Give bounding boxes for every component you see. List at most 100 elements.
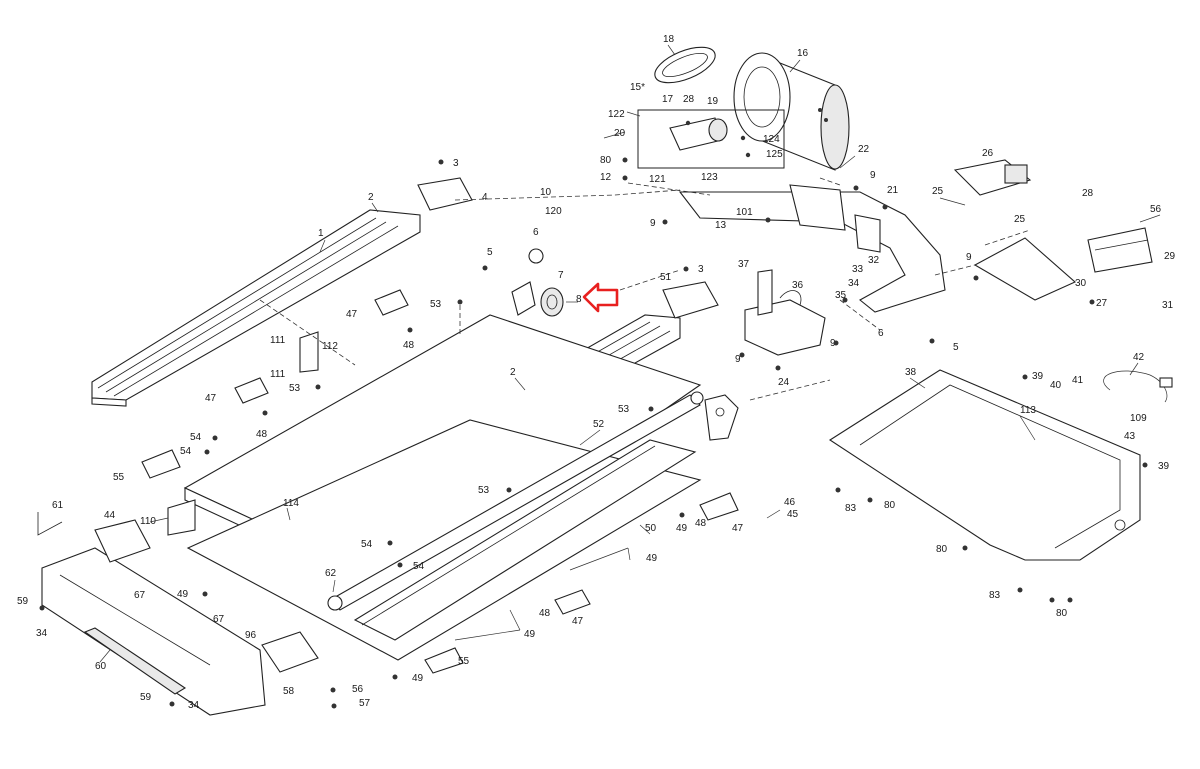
callout-1: 1: [318, 228, 324, 239]
motor-shroud-base: [828, 369, 1141, 561]
leader-lines: [99, 44, 1161, 663]
callout-54: 54: [180, 446, 192, 457]
callout-80: 80: [1056, 608, 1068, 619]
callout-53: 53: [478, 485, 490, 496]
callout-35: 35: [835, 290, 847, 301]
deck-cushions: [141, 289, 739, 674]
callout-53: 53: [289, 383, 301, 394]
callout-47: 47: [572, 616, 584, 627]
callout-4: 4: [482, 192, 488, 203]
callout-54: 54: [361, 539, 373, 550]
callout-2: 2: [510, 367, 516, 378]
callout-24: 24: [778, 377, 790, 388]
callout-13: 13: [715, 220, 727, 231]
callout-22: 22: [858, 144, 870, 155]
rear-foot-strip: [83, 627, 187, 695]
callout-58: 58: [283, 686, 295, 697]
motor: [733, 52, 850, 171]
callout-112: 112: [322, 341, 338, 352]
callout-62: 62: [325, 568, 337, 579]
left-end-cap: [94, 519, 151, 563]
callout-25: 25: [1014, 214, 1026, 225]
callout-48: 48: [539, 608, 551, 619]
callout-7: 7: [558, 270, 564, 281]
callout-34: 34: [36, 628, 48, 639]
callout-31: 31: [1162, 300, 1174, 311]
callout-34: 34: [848, 278, 860, 289]
callout-34: 34: [188, 700, 200, 711]
callout-67: 67: [213, 614, 225, 625]
callout-48: 48: [403, 340, 415, 351]
callout-49: 49: [646, 553, 658, 564]
callout-12: 12: [600, 172, 612, 183]
callout-56: 56: [352, 684, 364, 695]
callout-57: 57: [359, 698, 371, 709]
callout-80: 80: [600, 155, 612, 166]
callout-124: 124: [763, 134, 780, 145]
callout-33: 33: [852, 264, 864, 275]
callout-54: 54: [190, 432, 202, 443]
callout-47: 47: [732, 523, 744, 534]
callout-25: 25: [932, 186, 944, 197]
callout-55: 55: [458, 656, 470, 667]
callout-59: 59: [140, 692, 152, 703]
callout-39: 39: [1158, 461, 1170, 472]
callout-51: 51: [660, 272, 672, 283]
callout-53: 53: [430, 299, 442, 310]
highlight-arrow: [582, 282, 619, 313]
rear-roller: [327, 391, 704, 611]
callout-54: 54: [413, 561, 425, 572]
callout-56: 56: [1150, 204, 1162, 215]
small-bracket-top: [417, 177, 473, 211]
upright-base-frame: [678, 184, 946, 313]
callout-9: 9: [735, 354, 741, 365]
callout-59: 59: [17, 596, 29, 607]
callout-44: 44: [104, 510, 116, 521]
callout-96: 96: [245, 630, 257, 641]
callout-52: 52: [593, 419, 605, 430]
callout-120: 120: [545, 206, 562, 217]
left-side-rail: [91, 209, 421, 407]
callout-6: 6: [533, 227, 539, 238]
mounting-plate: [973, 237, 1077, 301]
callout-109: 109: [1130, 413, 1147, 424]
callout-49: 49: [177, 589, 189, 600]
callout-49: 49: [524, 629, 536, 640]
callout-27: 27: [1096, 298, 1108, 309]
callout-28: 28: [1082, 188, 1094, 199]
callout-29: 29: [1164, 251, 1176, 262]
allen-wrench: [37, 512, 63, 536]
callout-15: 15*: [630, 82, 645, 93]
callout-21: 21: [887, 185, 899, 196]
callout-60: 60: [95, 661, 107, 672]
callout-41: 41: [1072, 375, 1084, 386]
callout-3: 3: [698, 264, 704, 275]
callout-49: 49: [676, 523, 688, 534]
callout-10: 10: [540, 187, 552, 198]
callout-30: 30: [1075, 278, 1087, 289]
callout-39: 39: [1032, 371, 1044, 382]
callout-111: 111: [270, 369, 286, 380]
assembly-lines: [259, 177, 1031, 401]
isolation-block: [1087, 227, 1153, 273]
callout-55: 55: [113, 472, 125, 483]
callout-17: 17: [662, 94, 674, 105]
callout-2: 2: [368, 192, 374, 203]
callout-26: 26: [982, 148, 994, 159]
callout-67: 67: [134, 590, 146, 601]
callout-5: 5: [487, 247, 493, 258]
callout-121: 121: [649, 174, 666, 185]
motor-controller: [744, 269, 826, 356]
control-board: [953, 159, 1032, 196]
callout-49: 49: [412, 673, 424, 684]
callout-45: 45: [787, 509, 799, 520]
callout-labels: 1 2 2 3 3 4 5 5 6 6 7 8 9 9 9 9 9 10 12 …: [17, 34, 1176, 711]
callout-37: 37: [738, 259, 750, 270]
callout-83: 83: [845, 503, 857, 514]
callout-9: 9: [650, 218, 656, 229]
callout-123: 123: [701, 172, 718, 183]
callout-48: 48: [256, 429, 268, 440]
callout-80: 80: [936, 544, 948, 555]
callout-6: 6: [878, 328, 884, 339]
